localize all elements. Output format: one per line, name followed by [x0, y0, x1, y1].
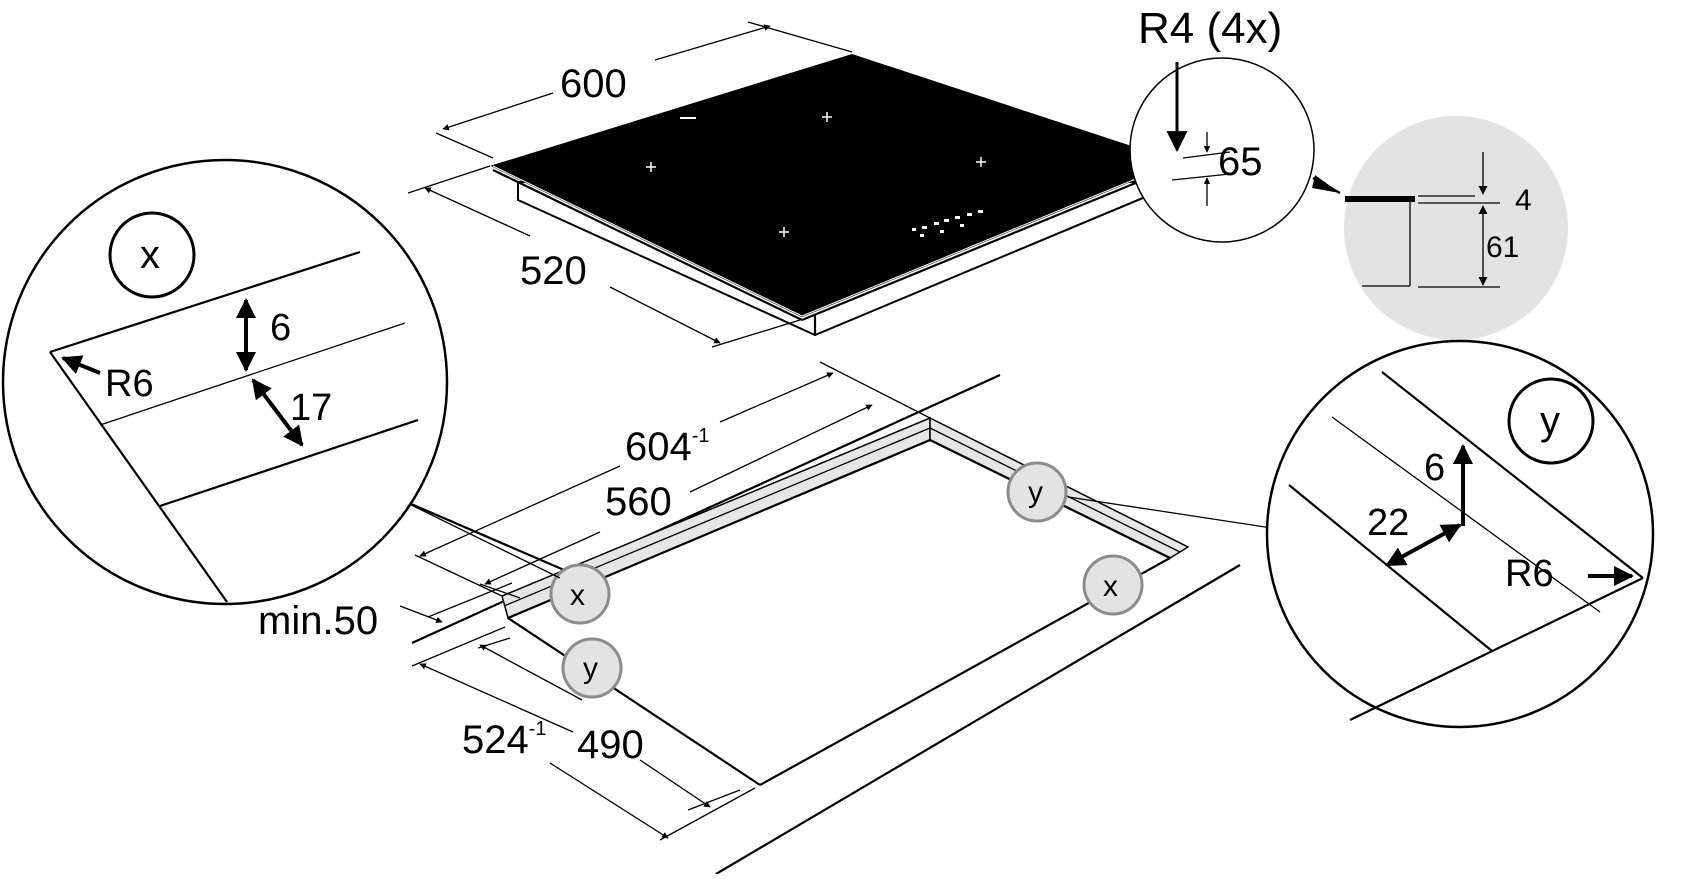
cutout-inner-width-label: 560 — [605, 480, 672, 524]
corner-radius-label: R4 (4x) — [1138, 4, 1282, 53]
dimension-524: 524-1 — [411, 626, 756, 841]
detail-y-ledge-label: 6 — [1424, 447, 1445, 489]
profile-detail: 4 61 — [1312, 116, 1568, 340]
dimension-600: 600 — [435, 21, 853, 159]
hob-depth-label: 520 — [520, 249, 587, 293]
marker-y-front-left — [561, 637, 623, 699]
edge-height-label: 65 — [1218, 140, 1263, 184]
marker-y-back-right — [1006, 461, 1068, 523]
cutout-inner-depth-label: 490 — [577, 723, 644, 767]
detail-y-width-label: 22 — [1367, 502, 1409, 544]
svg-text:y: y — [583, 652, 598, 685]
marker-x-front-left — [549, 563, 611, 625]
svg-text:y: y — [1028, 476, 1043, 509]
dimension-604: 604-1 — [414, 361, 931, 597]
detail-x: x 6 17 R6 — [1, 158, 449, 606]
cutout-width-label: 604-1 — [625, 425, 710, 469]
svg-text:x: x — [1103, 570, 1118, 603]
body-height-label: 61 — [1486, 231, 1519, 264]
detail-x-width-label: 17 — [290, 387, 332, 429]
dimension-490: 490 — [477, 637, 741, 811]
detail-y: y 6 22 R6 — [1265, 339, 1655, 729]
min-distance-label: min.50 — [258, 599, 378, 643]
hob-width-label: 600 — [560, 62, 627, 106]
worktop — [394, 373, 1241, 875]
dimension-min50: min.50 — [258, 582, 513, 643]
dimension-520: 520 — [407, 165, 801, 348]
detail-y-label: y — [1540, 399, 1560, 443]
cutout-depth-label: 524-1 — [462, 718, 547, 762]
svg-text:x: x — [570, 579, 585, 612]
glass-thickness-label: 4 — [1515, 184, 1532, 217]
detail-x-ledge-label: 6 — [270, 307, 291, 349]
marker-x-front-right — [1082, 554, 1144, 616]
corner-markers: x y y x — [549, 461, 1144, 699]
detail-x-radius-label: R6 — [105, 363, 154, 405]
detail-x-label: x — [140, 233, 160, 277]
corner-callout: R4 (4x) 65 — [1129, 4, 1315, 243]
dimension-560: 560 — [479, 404, 873, 599]
detail-y-radius-label: R6 — [1505, 553, 1554, 595]
